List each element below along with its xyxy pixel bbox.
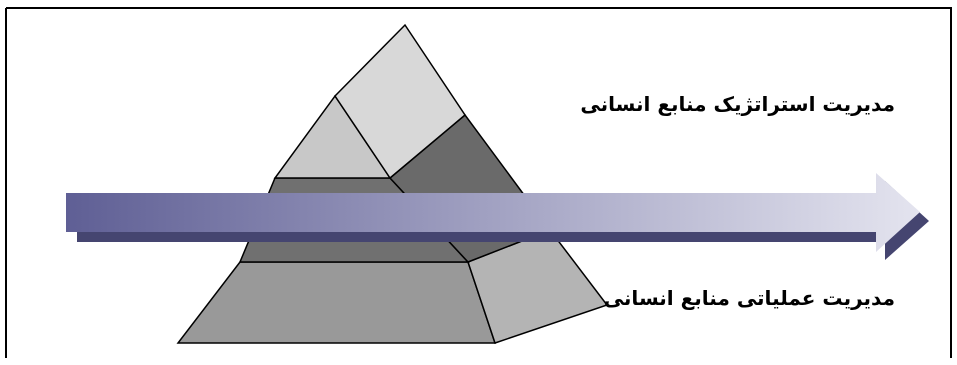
pyramid-bottom-front-face xyxy=(178,262,495,343)
operational-hrm-label: مدیریت عملیاتی منابع انسانی xyxy=(604,286,895,310)
strategic-hrm-label: مدیریت استراتژیک منابع انسانی xyxy=(580,92,895,116)
